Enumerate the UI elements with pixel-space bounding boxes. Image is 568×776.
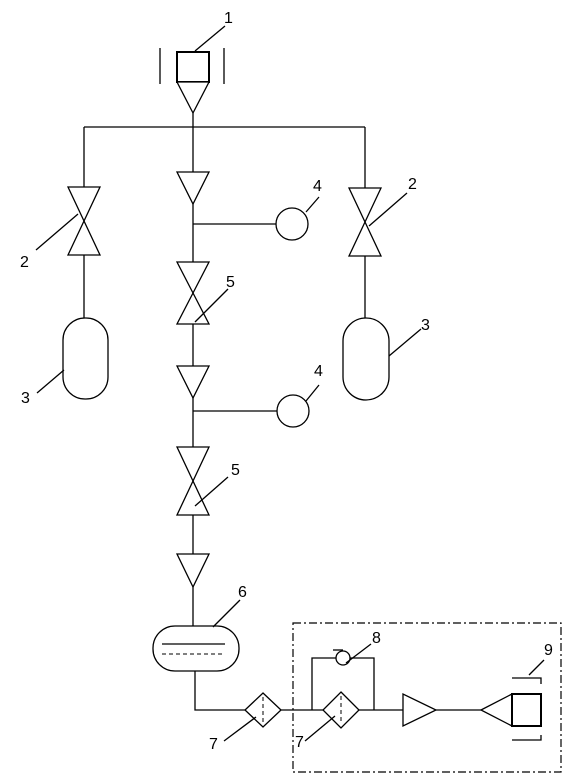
gauge-4-lower	[276, 394, 310, 428]
callout-labels: 1 2 2 3 3 4 4 5 5 6 7 7 8 9	[20, 10, 553, 753]
valve-2-right	[347, 187, 383, 257]
left-branch	[62, 127, 109, 400]
check-valve-3	[175, 553, 211, 589]
label-5-upper: 5	[226, 274, 235, 291]
reservoir-3-right	[342, 317, 390, 401]
flow-triangle	[402, 692, 438, 728]
gauge-4-upper	[275, 207, 309, 241]
tank-6	[152, 625, 240, 672]
label-9: 9	[544, 642, 553, 659]
valve-5-upper	[175, 261, 211, 325]
output-component-9	[479, 677, 542, 741]
valve-5-lower	[175, 446, 211, 516]
valve-2-left	[66, 186, 102, 256]
label-5-lower: 5	[231, 462, 240, 479]
label-2-left: 2	[20, 254, 29, 271]
right-branch	[342, 127, 390, 401]
label-7-right: 7	[295, 734, 304, 751]
label-2-right: 2	[408, 176, 417, 193]
label-6: 6	[238, 584, 247, 601]
label-4-lower: 4	[314, 363, 323, 380]
check-valve-2	[175, 365, 211, 400]
leader-lines	[35, 25, 545, 742]
reservoir-3-left	[62, 317, 109, 400]
label-4-upper: 4	[313, 178, 322, 195]
label-1: 1	[224, 10, 233, 27]
dashed-enclosure	[292, 622, 562, 773]
label-3-right: 3	[421, 317, 430, 334]
label-3-left: 3	[21, 390, 30, 407]
source-component-1	[159, 48, 225, 115]
label-8: 8	[372, 630, 381, 647]
label-7-left: 7	[209, 736, 218, 753]
filter-7-right	[322, 691, 360, 729]
center-column	[152, 127, 310, 711]
check-valve-1	[175, 171, 211, 206]
check-valve-8	[333, 649, 351, 666]
